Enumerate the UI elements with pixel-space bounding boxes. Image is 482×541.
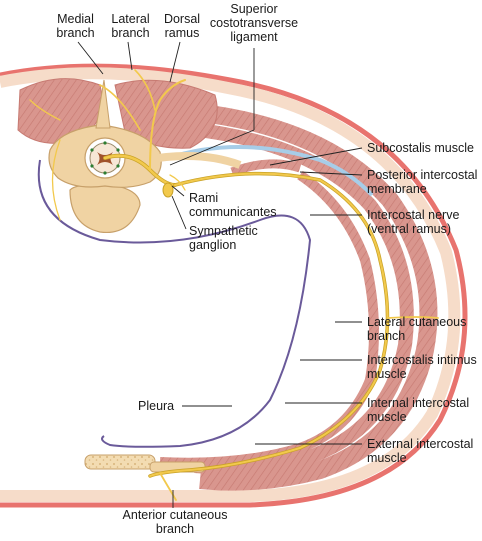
external-intercostal-layer	[169, 101, 438, 491]
leader-lines	[77, 41, 363, 508]
internal-intercostal-layer	[179, 121, 414, 475]
anterior-cutaneous-nerve	[159, 472, 177, 501]
dorsal-ramus-nerve	[149, 79, 186, 171]
lateral-cutaneous-nerve	[387, 316, 439, 319]
pleura-line	[37, 159, 312, 448]
label-pleura: Pleura	[138, 399, 175, 413]
subcostalis-muscle-shape	[230, 159, 302, 177]
lateral-branch-nerve	[134, 69, 156, 111]
sternum	[84, 454, 156, 470]
label-subcostalis-muscle: Subcostalis muscle	[367, 141, 474, 155]
posterior-intercostal-membrane	[167, 144, 374, 197]
sympathetic-ganglion-shape	[162, 182, 174, 198]
medial-branch-nerve	[99, 84, 141, 131]
subcutaneous-fat	[0, 67, 461, 502]
small-branches	[29, 99, 186, 221]
label-superior-costotransverse-ligament: Superior costotransverse ligament	[209, 2, 299, 44]
skin-layer	[0, 63, 468, 508]
spinous-process	[95, 79, 111, 129]
vertebral-body	[69, 183, 141, 234]
rib-head	[144, 152, 242, 169]
label-intercostal-nerve: Intercostal nerve(ventral ramus)	[367, 208, 460, 236]
cord-dots	[90, 141, 120, 175]
nerve-paths	[29, 69, 439, 501]
